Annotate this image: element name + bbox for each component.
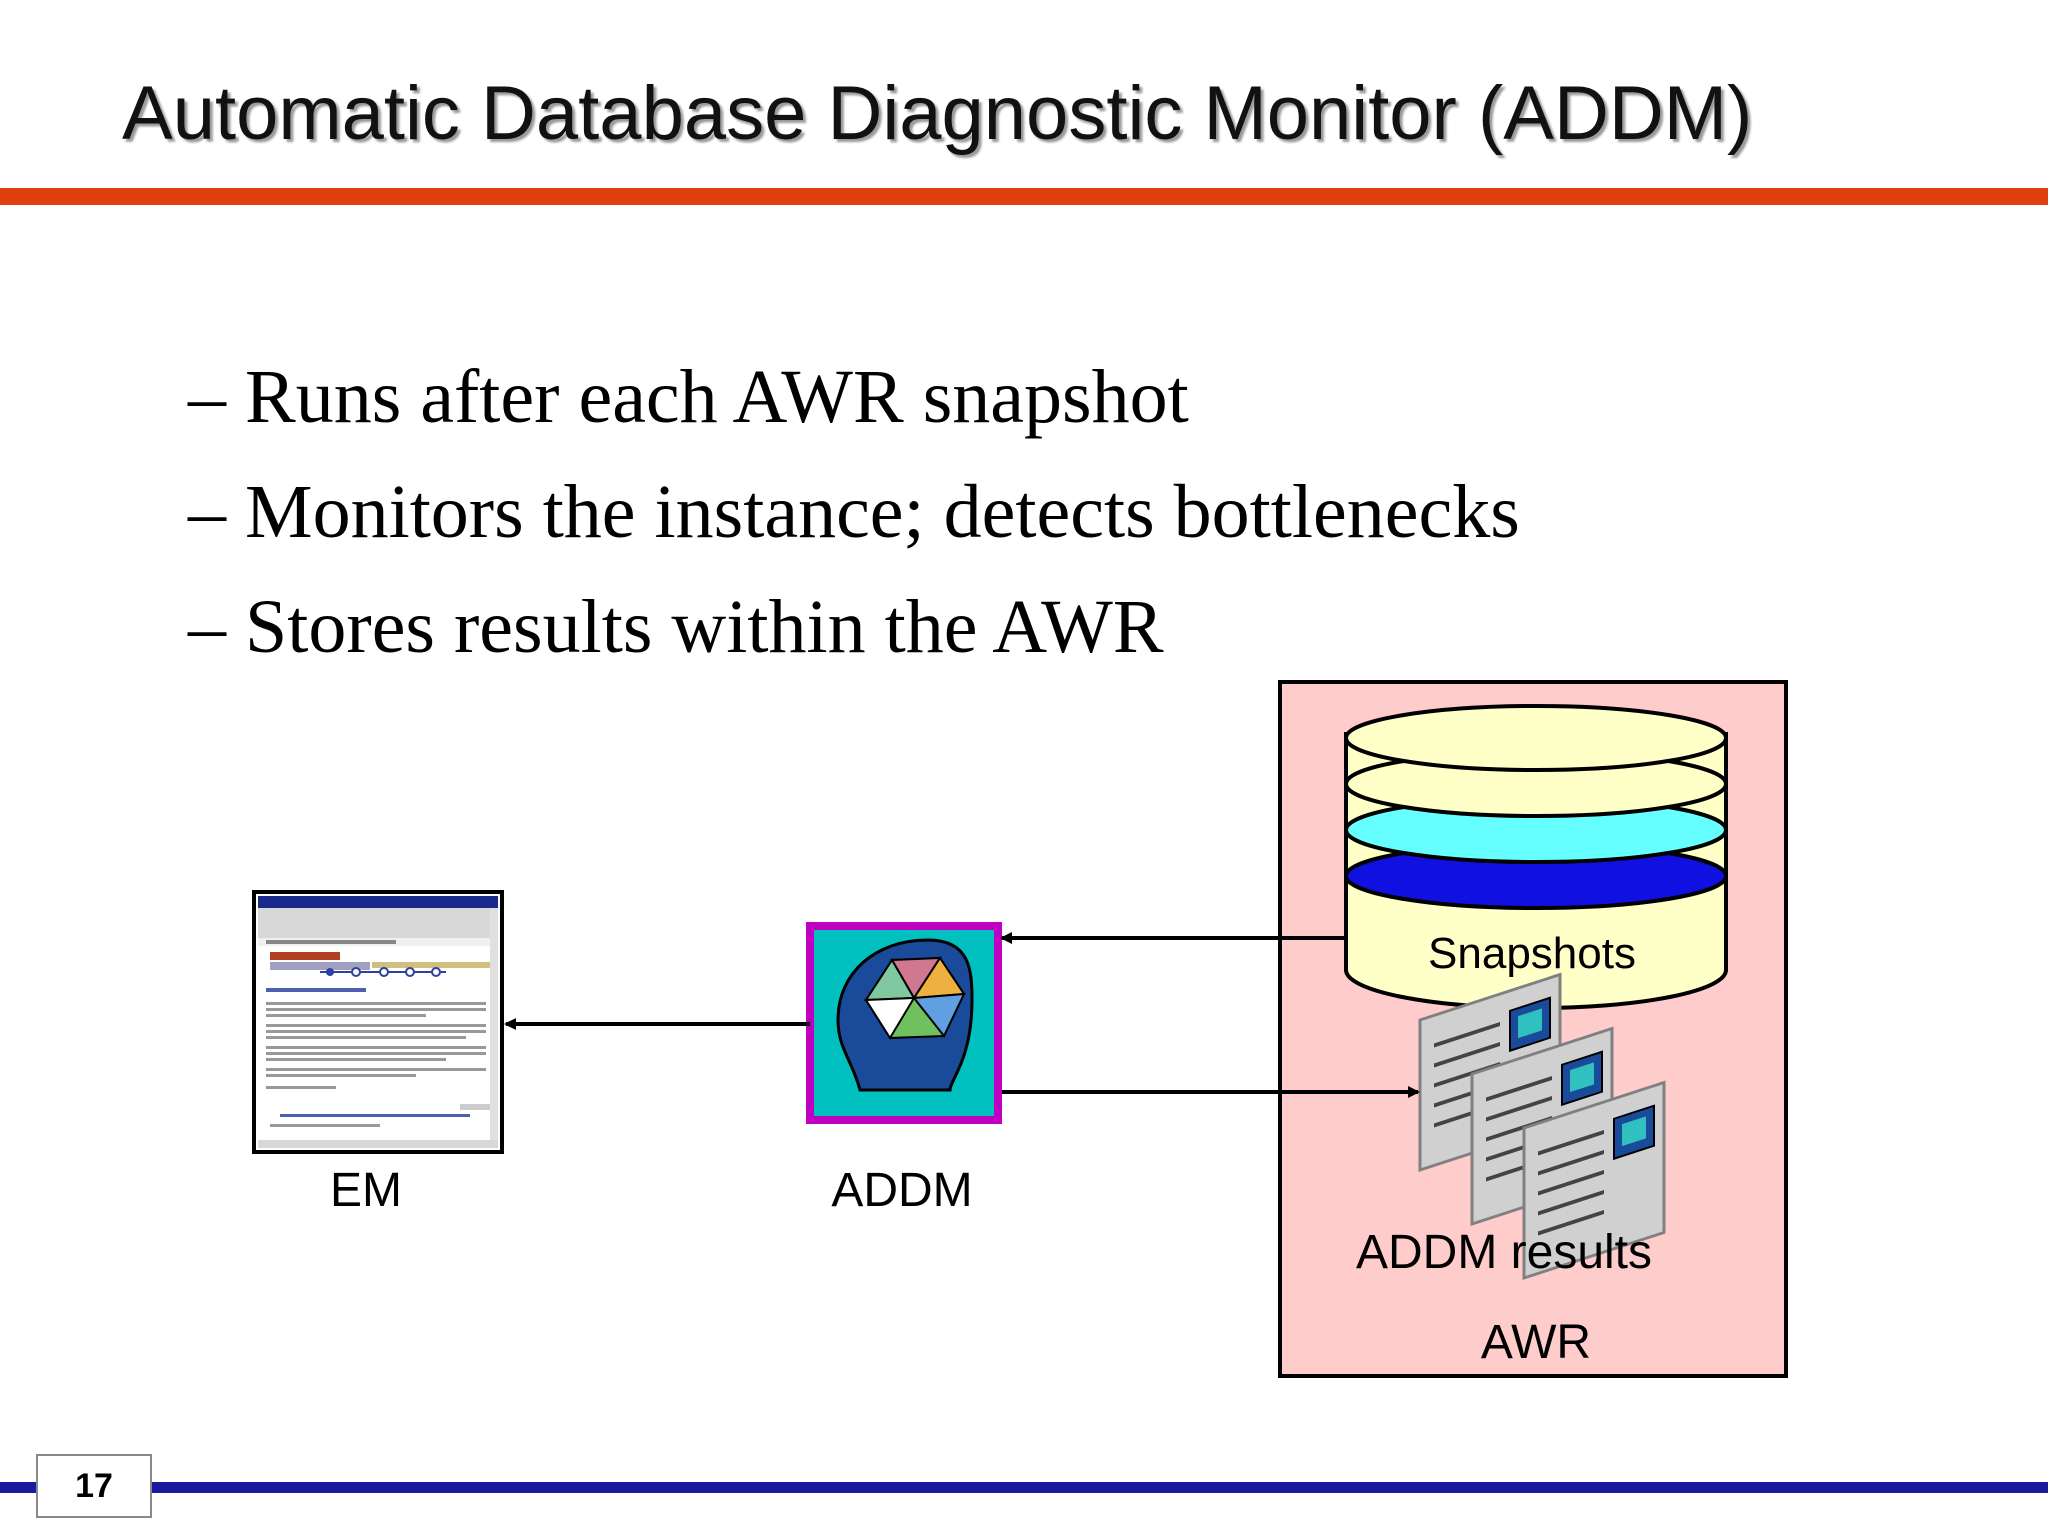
page-number: 17: [36, 1454, 152, 1518]
title-rule: [0, 188, 2048, 205]
bullet-item: – Stores results within the AWR: [188, 585, 1164, 669]
awr-label: AWR: [1481, 1316, 1591, 1369]
em-label: EM: [330, 1164, 402, 1217]
addm-results-label: ADDM results: [1356, 1226, 1652, 1279]
em-screenshot-icon: [252, 890, 504, 1154]
database-cylinder-icon: [1344, 704, 1728, 1010]
snapshots-label: Snapshots: [1428, 929, 1636, 978]
addm-head-icon: [806, 922, 1002, 1124]
bullet-item: – Monitors the instance; detects bottlen…: [188, 470, 1520, 554]
bullet-list: – Runs after each AWR snapshot – Monitor…: [188, 340, 1520, 685]
addm-label: ADDM: [831, 1164, 972, 1217]
slide-title: Automatic Database Diagnostic Monitor (A…: [122, 71, 1753, 156]
footer-rule: [0, 1482, 2048, 1493]
report-documents-icon: [1418, 972, 1666, 1280]
bullet-item: – Runs after each AWR snapshot: [188, 355, 1189, 439]
